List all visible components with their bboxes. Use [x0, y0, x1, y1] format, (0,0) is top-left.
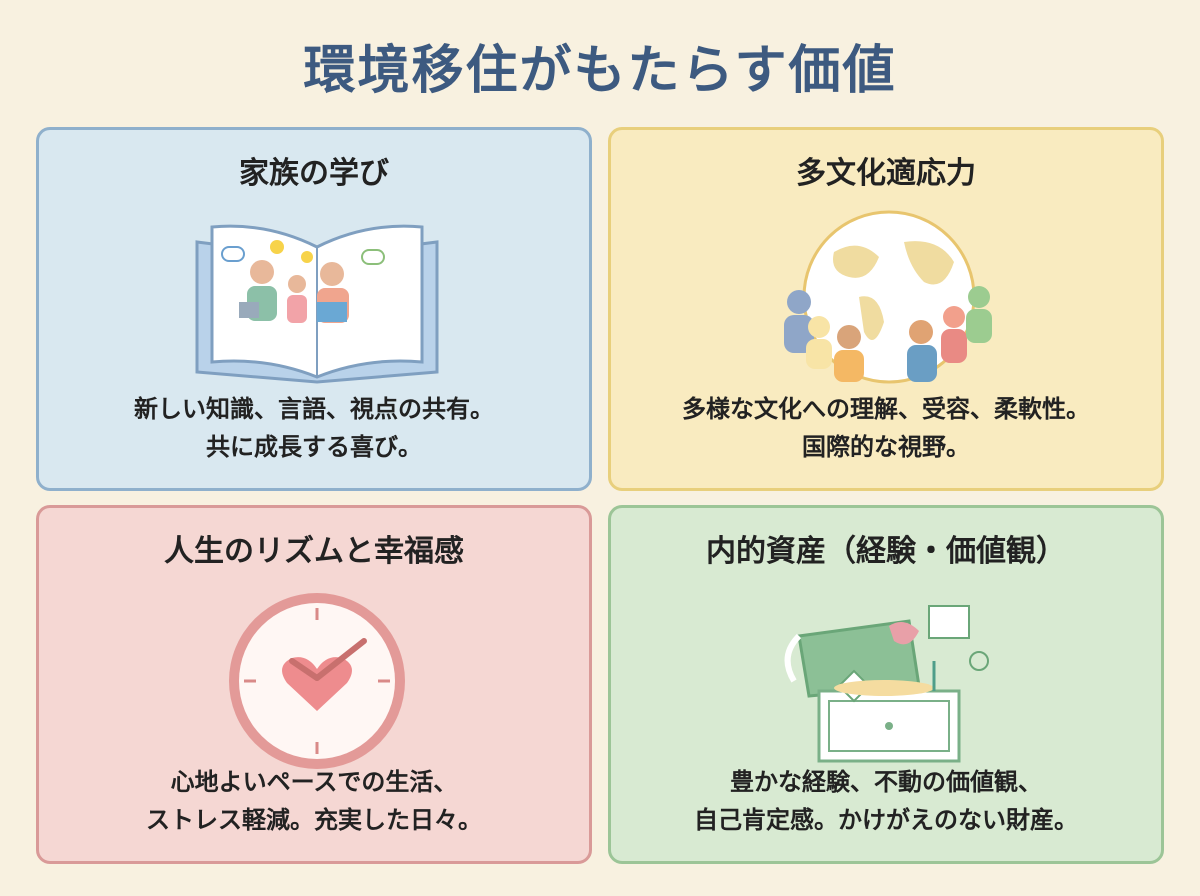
description-line: ストレス軽減。充実した日々。 [146, 806, 482, 834]
page-title: 環境移住がもたらす価値 [303, 41, 897, 101]
description-line: 共に成長する喜び。 [206, 433, 422, 461]
clock-heart-icon [229, 593, 405, 769]
treasure-chest-icon [784, 605, 989, 763]
panel-description: 心地よいペースでの生活、 ストレス軽減。充実した日々。 [39, 763, 589, 839]
panel-family-learning: 家族の学び 新しい知識、言語、視点の共有。 共に成長する喜び。 [36, 127, 592, 491]
open-book-family-icon [195, 224, 439, 384]
panel-life-rhythm: 人生のリズムと幸福感 心地よいペースでの生活、 ストレス軽減。充実した日々。 [36, 505, 592, 864]
description-line: 多様な文化への理解、受容、柔軟性。 [682, 395, 1090, 423]
description-line: 心地よいペースでの生活、 [170, 768, 458, 796]
panel-description: 多様な文化への理解、受容、柔軟性。 国際的な視野。 [611, 390, 1161, 466]
description-line: 自己肯定感。かけがえのない財産。 [694, 806, 1078, 834]
panel-heading: 人生のリズムと幸福感 [164, 534, 464, 569]
description-line: 豊かな経験、不動の価値観、 [730, 768, 1042, 796]
panel-heading: 内的資産（経験・価値観） [706, 534, 1066, 569]
globe-people-icon [784, 210, 992, 384]
panel-description: 豊かな経験、不動の価値観、 自己肯定感。かけがえのない財産。 [611, 763, 1161, 839]
panel-description: 新しい知識、言語、視点の共有。 共に成長する喜び。 [39, 390, 589, 466]
panel-multicultural: 多文化適応力 多様な文化への理解、受容、柔軟性。 国際的な視野。 [608, 127, 1164, 491]
panel-heading: 多文化適応力 [796, 156, 976, 191]
panel-inner-assets: 内的資産（経験・価値観） 豊かな経験、不動の価値観、 自己肯定感。かけがえのない… [608, 505, 1164, 864]
description-line: 新しい知識、言語、視点の共有。 [134, 395, 494, 423]
panel-heading: 家族の学び [239, 156, 389, 191]
description-line: 国際的な視野。 [802, 433, 970, 461]
